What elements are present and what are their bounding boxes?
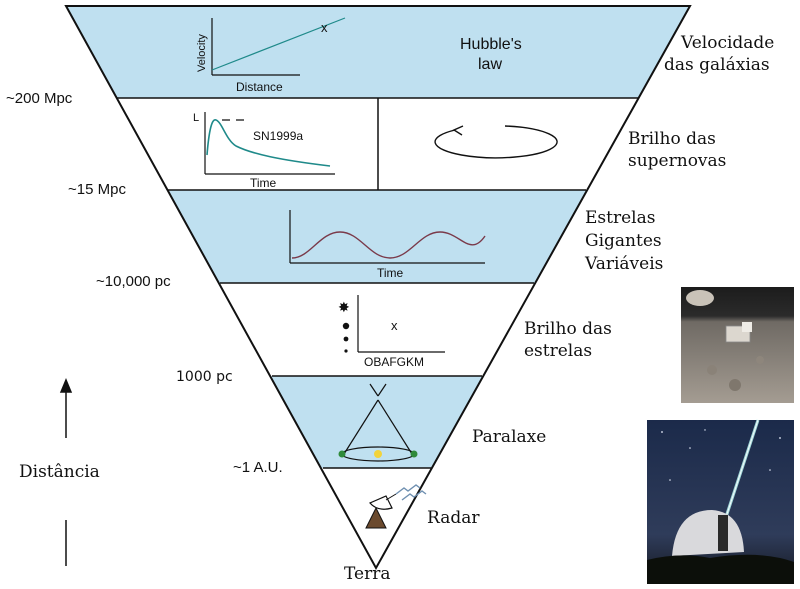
hubble-marker: x xyxy=(321,20,328,35)
parallax-markers xyxy=(338,450,418,458)
method-line: das galáxias xyxy=(664,55,770,75)
hubble-plot xyxy=(211,17,346,76)
hr-marker: x xyxy=(391,318,398,333)
distance-15mpc: ~15 Mpc xyxy=(68,181,126,198)
parallax-method-label: Paralaxe xyxy=(472,427,547,447)
dot-icon xyxy=(344,349,348,353)
distance-axis-label: Distância xyxy=(19,462,100,482)
earth-position-icon xyxy=(410,450,418,458)
hubble-title-line1: Hubble's xyxy=(460,36,522,53)
radar-method-label: Radar xyxy=(427,508,480,528)
rotation-arrow-icon xyxy=(434,125,558,159)
supernova-plot xyxy=(204,112,335,175)
supernova-curve-label: SN1999a xyxy=(253,129,303,143)
supernova-method-label: Brilho das supernovas xyxy=(628,128,726,172)
distance-200mpc: ~200 Mpc xyxy=(6,90,73,107)
moon-retroreflector-photo xyxy=(681,287,794,403)
method-line: estrelas xyxy=(524,341,593,361)
ladder-triangle-outline xyxy=(64,5,692,571)
hr-xlabel: OBAFGKM xyxy=(364,355,424,369)
distance-axis-arrow xyxy=(59,378,73,566)
earth-label: Terra xyxy=(344,564,391,584)
band-separators xyxy=(117,97,638,469)
observatory-laser-photo xyxy=(647,419,794,584)
hubble-ylabel: Velocity xyxy=(196,34,208,72)
distance-1au: ~1 A.U. xyxy=(233,459,283,476)
hubble-xlabel: Distance xyxy=(236,80,283,94)
sun-icon xyxy=(374,450,382,458)
hubble-method-label: Velocidade das galáxias xyxy=(664,32,775,76)
cepheid-method-label: Estrelas Gigantes Variáveis xyxy=(585,207,663,276)
method-line: Gigantes xyxy=(585,231,662,251)
supernova-ylabel: L xyxy=(193,112,199,124)
stars-method-label: Brilho das estrelas xyxy=(524,318,612,362)
distance-10000pc: ~10,000 pc xyxy=(96,273,171,290)
hr-plot xyxy=(357,295,445,353)
hubble-title-line2: law xyxy=(478,56,502,73)
star-symbols: ✸ xyxy=(338,300,350,353)
earth-position-icon xyxy=(338,450,346,458)
band-hubble xyxy=(66,6,690,98)
method-line: supernovas xyxy=(628,151,727,171)
method-line: Brilho das xyxy=(628,129,716,149)
method-line: Variáveis xyxy=(585,254,664,274)
dot-icon xyxy=(343,336,349,342)
cepheid-xlabel: Time xyxy=(377,266,404,280)
supernova-xlabel: Time xyxy=(250,176,277,190)
distance-1000pc: 1000 pc xyxy=(176,369,233,385)
dot-icon xyxy=(342,322,350,330)
method-line: Velocidade xyxy=(681,33,775,53)
method-line: Brilho das xyxy=(524,319,612,339)
cepheid-plot xyxy=(289,210,486,264)
radar-dish-icon xyxy=(365,484,427,529)
method-line: Estrelas xyxy=(585,208,656,228)
star-icon: ✸ xyxy=(338,300,350,316)
